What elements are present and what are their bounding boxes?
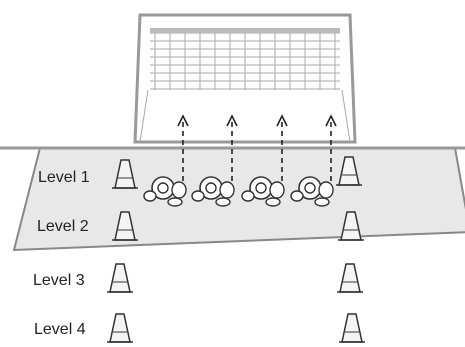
player [143, 176, 187, 207]
cone [338, 211, 364, 241]
cone [112, 211, 138, 241]
cone [337, 263, 363, 293]
shot-arrow [276, 114, 288, 190]
shot-arrow [325, 114, 337, 190]
shot-arrow [177, 114, 189, 190]
level-2-label: Level 2 [37, 218, 89, 235]
player [241, 176, 285, 207]
level-3-label: Level 3 [33, 272, 85, 289]
cone [107, 313, 133, 343]
player [191, 176, 235, 207]
level-4-label: Level 4 [34, 321, 86, 338]
cone [107, 263, 133, 293]
cone [339, 313, 365, 343]
goal [133, 13, 357, 144]
shot-arrow [226, 114, 238, 190]
level-1-label: Level 1 [38, 169, 90, 186]
cone [336, 156, 362, 186]
goal-crossbar [150, 28, 340, 33]
cone [112, 159, 138, 189]
player [290, 176, 334, 207]
